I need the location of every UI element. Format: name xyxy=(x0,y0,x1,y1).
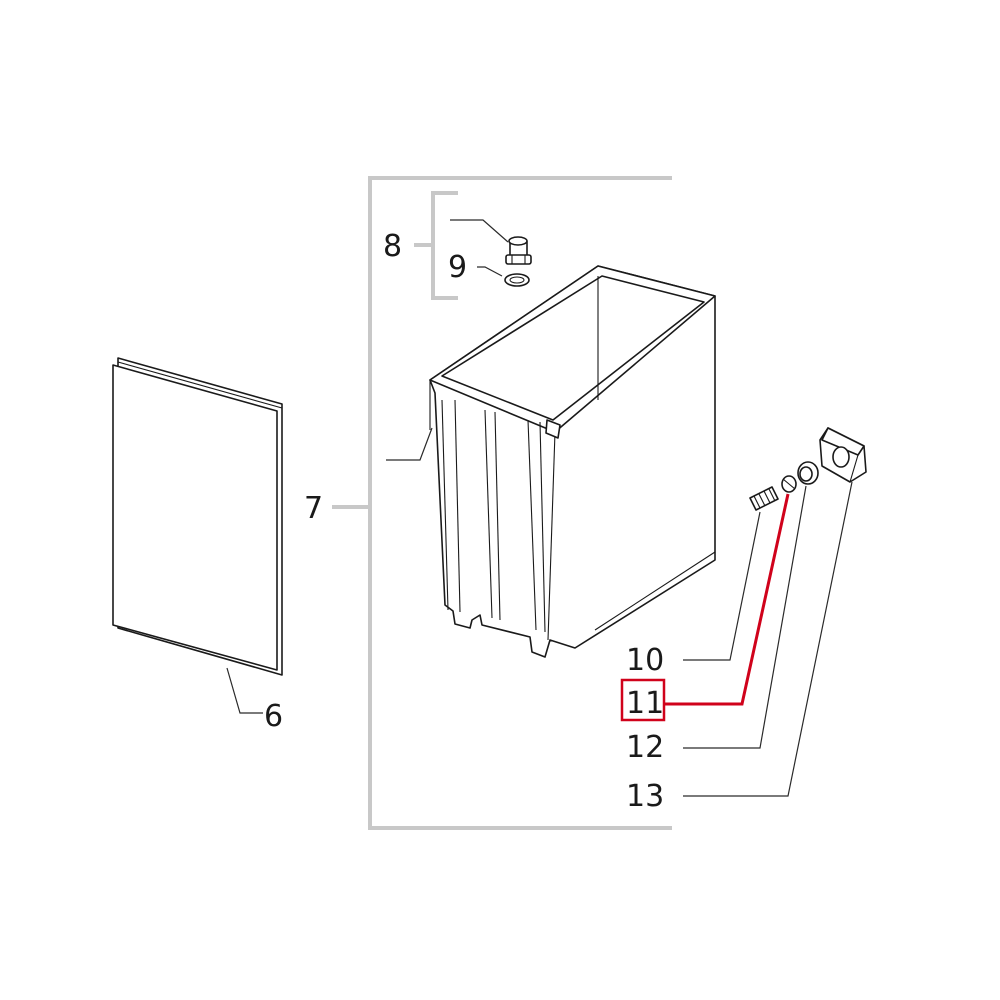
part-6-panel[interactable] xyxy=(112,357,283,676)
label-part-12: 12 xyxy=(626,730,664,765)
label-part-11: 11 xyxy=(626,686,664,721)
part-10-spring[interactable] xyxy=(749,486,779,511)
part-6-leader xyxy=(226,667,263,714)
part-7-leader xyxy=(386,427,433,461)
part-11-valve[interactable] xyxy=(781,475,797,493)
part-13-bracket[interactable] xyxy=(819,427,867,483)
part-8-plug[interactable] xyxy=(505,236,532,265)
part-8-leader xyxy=(450,219,509,243)
label-part-10: 10 xyxy=(626,643,664,678)
label-part-8: 8 xyxy=(383,229,402,264)
part-11-highlight-box xyxy=(620,678,666,722)
group-7-bracket xyxy=(368,176,672,830)
label-part-9: 9 xyxy=(448,250,467,285)
part-7-tank[interactable] xyxy=(429,265,716,658)
part-12-cap[interactable] xyxy=(797,461,819,485)
part-9-oring[interactable] xyxy=(504,273,530,287)
part-11-leader xyxy=(664,493,790,706)
part-10-leader xyxy=(683,511,761,661)
label-part-7: 7 xyxy=(304,491,323,526)
label-part-6: 6 xyxy=(264,699,283,734)
part-12-leader xyxy=(683,485,807,749)
part-13-leader xyxy=(683,481,853,797)
label-part-13: 13 xyxy=(626,779,664,814)
part-9-leader xyxy=(477,266,503,277)
